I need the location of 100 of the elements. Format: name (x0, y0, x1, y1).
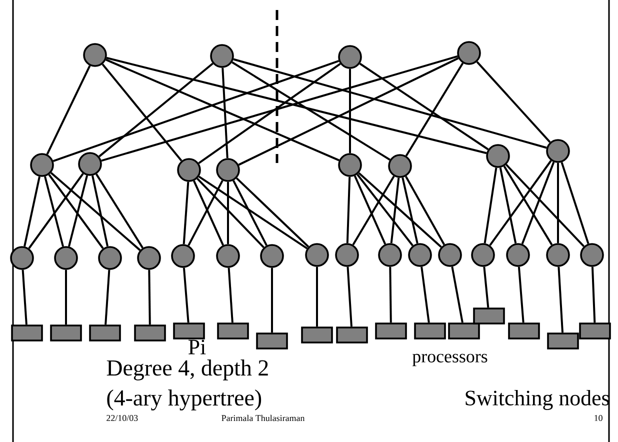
switch-node (10, 246, 34, 270)
connector-line (521, 162, 555, 244)
connector-line (92, 175, 108, 247)
connector-line (52, 60, 340, 162)
switch-node (388, 154, 412, 178)
switch-node (546, 139, 570, 163)
processor-box (473, 308, 505, 324)
connector-line (106, 56, 487, 154)
connector-line (22, 270, 28, 325)
connector-line (349, 68, 351, 154)
connector-line (591, 266, 596, 323)
connector-line (182, 182, 190, 244)
switch-node (486, 144, 510, 168)
caption-text: Degree 4, depth 2 (106, 360, 268, 380)
processor-box (547, 332, 579, 350)
connector-line (44, 176, 64, 247)
connector-line (182, 268, 190, 323)
label-text: Pi (188, 340, 206, 354)
connector-line (489, 160, 552, 246)
connector-line (405, 62, 464, 156)
switch-node (83, 43, 107, 67)
connector-line (198, 176, 308, 250)
connector-line (50, 172, 141, 251)
connector-line (46, 65, 91, 155)
switch-node (338, 153, 362, 177)
switch-node (216, 244, 240, 268)
processor-box (414, 322, 446, 340)
label-text: processors (412, 354, 488, 366)
connector-line (402, 177, 418, 244)
connector-line (106, 58, 340, 162)
switch-node (408, 243, 432, 267)
connector-line (188, 180, 224, 246)
connector-line (358, 172, 442, 248)
switch-node (305, 243, 329, 267)
connector-line (24, 176, 40, 247)
processor-box (448, 322, 480, 340)
connector-line (560, 162, 590, 244)
caption-text: (4-ary hypertree) (107, 390, 262, 410)
connector-line (236, 177, 310, 248)
connector-line (359, 62, 489, 150)
switch-node (338, 45, 362, 69)
connector-line (558, 266, 564, 333)
switch-node (506, 243, 530, 267)
footer-text: Parimala Thulasiraman (222, 414, 305, 422)
connector-line (483, 266, 490, 308)
connector-line (198, 63, 341, 164)
connector-line (193, 180, 224, 246)
connector-line (48, 174, 104, 249)
switch-node (438, 243, 462, 267)
processor-box (217, 322, 249, 340)
processor-box (375, 322, 407, 340)
switch-node (30, 153, 54, 177)
switch-node (216, 158, 240, 182)
switch-node (137, 246, 161, 270)
switch-node (580, 243, 604, 267)
switch-node (177, 158, 201, 182)
processor-box (508, 322, 540, 340)
connector-line (505, 164, 585, 248)
switch-node (54, 246, 78, 270)
label-text: Switching nodes (466, 390, 610, 410)
connector-line (148, 270, 151, 325)
connector-line (98, 62, 214, 158)
connector-line (518, 266, 524, 323)
switch-node (457, 41, 481, 65)
connector-line (196, 178, 264, 248)
switch-node (335, 243, 359, 267)
processor-box (256, 332, 288, 350)
connector-line (222, 68, 228, 158)
connector-line (271, 268, 273, 333)
switch-node (210, 44, 234, 68)
connector-line (101, 55, 458, 162)
connector-line (476, 61, 551, 143)
switch-node (260, 244, 284, 268)
processor-box (134, 324, 166, 342)
connector-line (102, 64, 182, 162)
footer-text: 22/10/03 (106, 414, 138, 422)
connector-line (346, 266, 352, 327)
connector-line (104, 270, 110, 325)
switch-node (471, 243, 495, 267)
connector-line (316, 266, 318, 327)
connector-line (451, 266, 464, 323)
processor-box (89, 324, 121, 342)
processor-box (336, 326, 368, 344)
connector-line (420, 266, 430, 323)
processor-box (301, 326, 333, 344)
connector-line (95, 174, 144, 248)
switch-node (171, 244, 195, 268)
connector-line (557, 162, 559, 244)
connector-line (390, 178, 400, 244)
processor-box (579, 322, 611, 340)
switch-node (546, 243, 570, 267)
connector-line (389, 266, 392, 323)
connector-line (228, 268, 234, 323)
connector-line (227, 182, 229, 244)
processor-box (50, 324, 82, 342)
connector-line (68, 175, 88, 247)
connector-line (503, 166, 553, 246)
connector-line (28, 173, 84, 249)
connector-line (65, 270, 67, 325)
connector-line (484, 168, 498, 244)
